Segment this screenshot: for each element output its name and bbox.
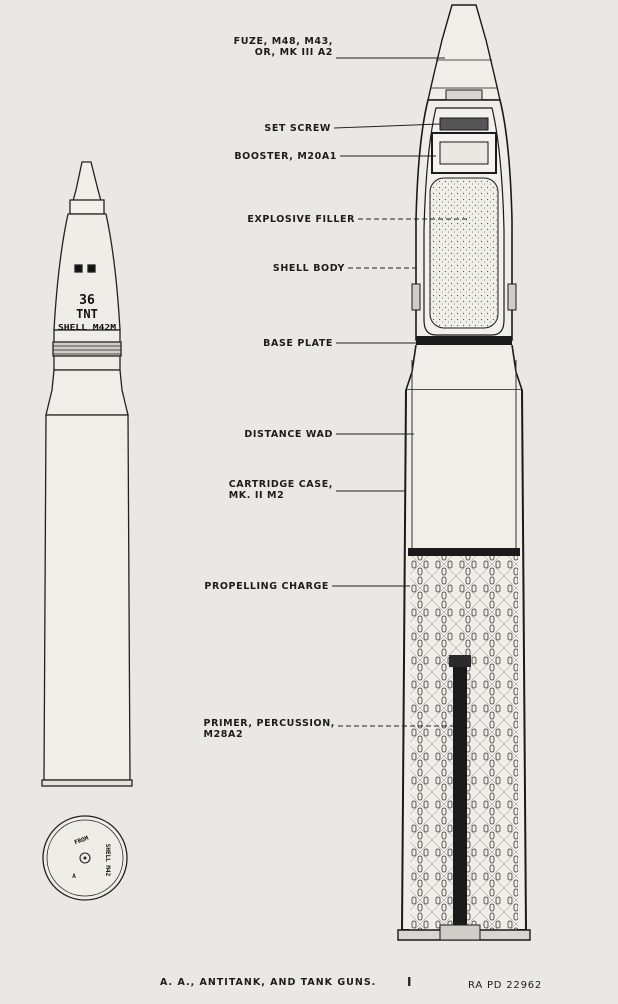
label-set-screw: SET SCREW: [264, 123, 331, 134]
label-shell-body: SHELL BODY: [272, 263, 345, 274]
exterior-case-rim: [41, 779, 133, 787]
exterior-shell-window-left: [74, 264, 83, 273]
label-base-plate: BASE PLATE: [263, 338, 333, 349]
section-distance-wad: [408, 548, 520, 556]
shell-marking-36: 36: [79, 293, 95, 308]
shell-marking-tnt: TNT: [76, 307, 98, 321]
label-fuze: FUZE, M48, M43, OR, MK III A2: [234, 36, 333, 58]
reference-code: RA PD 22962: [468, 980, 543, 991]
label-fuze-line2: OR, MK III A2: [254, 47, 333, 58]
label-cartridge-case-line1: CARTRIDGE CASE,: [228, 479, 333, 490]
leader-lines: [332, 57, 468, 727]
label-primer-line1: PRIMER, PERCUSSION,: [203, 718, 335, 729]
exterior-case-shoulder: [45, 369, 129, 416]
label-cartridge-case-line2: MK. II M2: [228, 490, 285, 501]
exterior-case-body: [43, 414, 131, 781]
exterior-rotating-band: [52, 341, 122, 357]
section-explosive-filler: [429, 177, 499, 329]
label-booster: BOOSTER, M20A1: [234, 151, 337, 162]
section-fuze: [427, 4, 501, 101]
label-explosive-filler: EXPLOSIVE FILLER: [247, 214, 355, 225]
sectional-cartridge-view: [397, 4, 531, 941]
label-cartridge-case: CARTRIDGE CASE, MK. II M2: [229, 479, 333, 501]
section-case-shoulder: [404, 344, 524, 391]
label-primer-line2: M28A2: [203, 729, 244, 740]
section-set-screw: [439, 117, 489, 131]
label-distance-wad: DISTANCE WAD: [244, 429, 333, 440]
page-mark: I: [407, 975, 413, 989]
shell-marking-model: SHELL M42M: [58, 323, 116, 332]
label-fuze-line1: FUZE, M48, M43,: [233, 36, 333, 47]
section-rotating-band: [411, 283, 421, 311]
section-primer: [453, 665, 467, 935]
label-primer: PRIMER, PERCUSSION, M28A2: [204, 718, 335, 740]
figure-caption: A. A., ANTITANK, AND TANK GUNS.: [160, 977, 377, 988]
base-marking-right: SHELL M42: [104, 844, 111, 877]
base-primer-circle: [79, 852, 91, 864]
base-marking-bottom: A: [72, 873, 76, 880]
exterior-shell-window-right: [87, 264, 96, 273]
exterior-cartridge-view: [41, 161, 133, 787]
base-marking-top: FROM: [73, 835, 89, 847]
leader-set-screw: [333, 123, 441, 129]
section-base-plate: [416, 336, 512, 345]
cartridge-base-view: [42, 815, 128, 901]
label-propelling-charge: PROPELLING CHARGE: [204, 581, 329, 592]
